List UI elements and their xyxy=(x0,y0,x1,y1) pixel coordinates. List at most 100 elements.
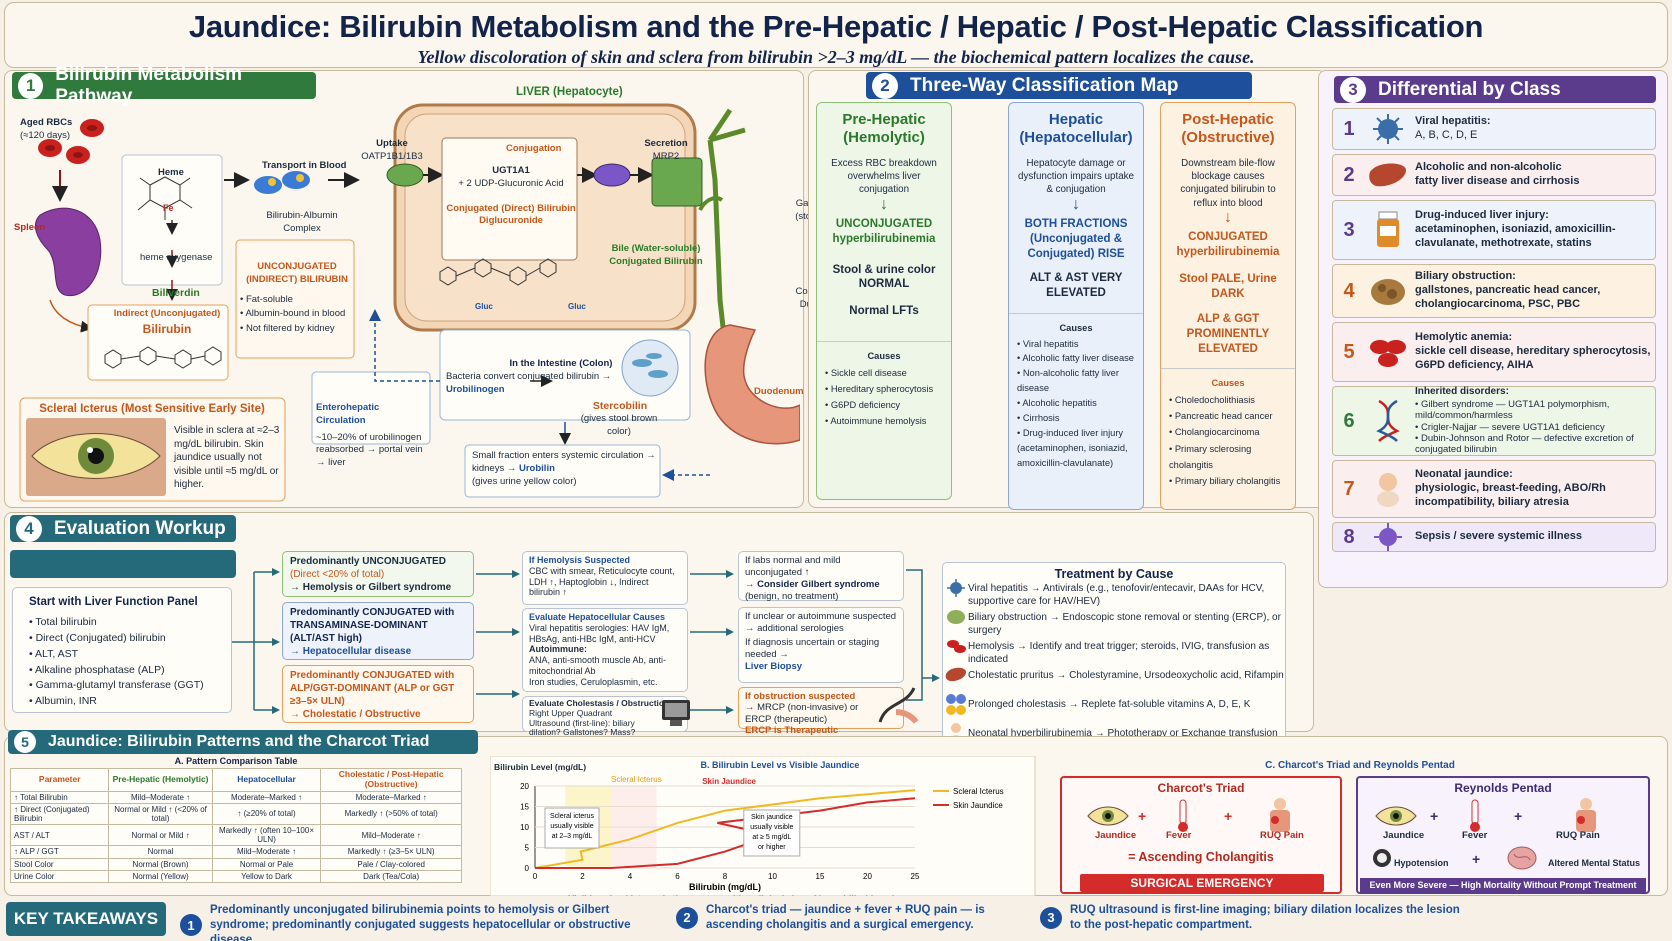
pentad-jaundice: Jaundice xyxy=(1383,830,1425,841)
albumin-complex-label: Bilirubin-Albumin Complex xyxy=(266,210,338,234)
x-tick-label: 6 xyxy=(675,872,680,881)
reynolds-pentad-box xyxy=(1356,776,1650,894)
eye-icon xyxy=(1087,806,1129,826)
pentad-ruq: RUQ Pain xyxy=(1556,830,1600,841)
x-tick-label: 10 xyxy=(768,872,777,881)
triad-jaundice: Jaundice xyxy=(1095,830,1137,841)
gallstone-icon xyxy=(947,610,965,624)
y-tick-label: 15 xyxy=(520,803,529,812)
page-subtitle: Yellow discoloration of skin and sclera … xyxy=(417,47,1255,67)
column-post-hepatic: Post-Hepatic (Obstructive) Downstream bi… xyxy=(1160,102,1296,510)
takeaways-title: KEY TAKEAWAYS xyxy=(6,902,166,936)
gallstone-icon xyxy=(1365,274,1411,308)
red-cell-icon xyxy=(38,119,104,164)
dna-icon xyxy=(1365,399,1411,442)
icterus-title: Scleral Icterus (Most Sensitive Early Si… xyxy=(39,403,265,415)
endoscope-icon xyxy=(878,687,919,724)
note-text: usually visible xyxy=(550,823,593,830)
x-tick-label: 20 xyxy=(863,872,872,881)
triad-ruq: RUQ Pain xyxy=(1260,830,1304,841)
y-tick-label: 0 xyxy=(525,864,530,873)
branch-unconjugated: Predominantly UNCONJUGATED(Direct <20% o… xyxy=(282,551,474,597)
pentad-icons: + + + xyxy=(1373,798,1596,870)
triad-result: = Ascending Cholangitis xyxy=(1128,850,1274,864)
y-tick-label: 5 xyxy=(525,844,530,853)
y-tick-label: 20 xyxy=(520,782,529,791)
heme-oxygenase-label: heme oxygenase xyxy=(140,252,213,263)
stercobilin-label: Stercobilin xyxy=(592,400,648,412)
x-tick-label: 4 xyxy=(628,872,633,881)
page-title: Jaundice: Bilirubin Metabolism and the P… xyxy=(188,9,1484,44)
icterus-text: Visible in sclera at ≈2–3 mg/dL bilirubi… xyxy=(174,425,280,490)
gilbert-box: If labs normal and mild unconjugated ↑→ … xyxy=(738,551,904,602)
baby-icon xyxy=(1365,472,1411,507)
brain-icon xyxy=(1507,846,1537,870)
treatment-icons xyxy=(945,579,966,745)
note-text: or higher xyxy=(758,844,786,851)
ruq-pain-icon xyxy=(1270,798,1290,832)
vitamin-icon xyxy=(946,694,966,715)
note-text: at 2–3 mg/dL xyxy=(552,833,593,840)
chart-title: B. Bilirubin Level vs Visible Jaundice xyxy=(701,760,860,770)
pentad-fever: Fever xyxy=(1462,830,1488,841)
note-box xyxy=(544,807,600,849)
gluc-label-1: Gluc xyxy=(475,302,493,311)
systemic-box: Small fraction enters systemic circulati… xyxy=(472,450,656,487)
svg-text:+: + xyxy=(1224,808,1232,824)
pentad-ams: Altered Mental Status xyxy=(1548,858,1641,868)
virus-icon xyxy=(947,579,965,597)
virus-icon xyxy=(1365,112,1411,146)
biliverdin-label: Biliverdin xyxy=(152,287,200,299)
spleen-icon xyxy=(35,207,102,297)
intestine-box: In the Intestine (Colon)Bacteria convert… xyxy=(446,358,613,395)
x-tick-label: 8 xyxy=(723,872,728,881)
band-label: Scleral Icterus xyxy=(611,775,662,784)
column-pre-hepatic: Pre-Hepatic (Hemolytic) Excess RBC break… xyxy=(816,102,952,500)
legend-label: Skin Jaundice xyxy=(953,801,1003,810)
red-cell-icon xyxy=(947,640,966,653)
triad-fever: Fever xyxy=(1166,830,1192,841)
band-label: Skin Jaundice xyxy=(702,777,756,786)
bacteria-icon xyxy=(621,339,679,397)
liver-icon xyxy=(1365,158,1411,192)
pentad-note: Even More Severe — High Mortality Withou… xyxy=(1360,878,1646,892)
transport-label: Transport in Blood xyxy=(262,160,347,171)
section-number: 1 xyxy=(18,72,44,99)
header: Jaundice: Bilirubin Metabolism and the P… xyxy=(4,2,1668,68)
note-text: usually visible xyxy=(750,824,793,831)
aged-rbc-label: Aged RBCs(≈120 days) xyxy=(20,117,73,141)
y-axis-label: Bilirubin Level (mg/dL) xyxy=(494,762,586,772)
stercobilin-note: (gives stool brown color) xyxy=(580,413,658,437)
charcot-section-title: C. Charcot's Triad and Reynolds Pentad xyxy=(1265,760,1455,771)
note-box xyxy=(743,809,801,857)
iron-label: Fe xyxy=(163,203,174,213)
workup-branch-arrows xyxy=(232,568,280,714)
biopsy-box: If unclear or autoimmune suspected → add… xyxy=(738,607,904,683)
ruq-pain-icon xyxy=(1576,798,1596,832)
liver-label: LIVER (Hepatocyte) xyxy=(516,86,623,98)
note-text: Scleral icterus xyxy=(550,813,594,820)
bilirubin-chart: B. Bilirubin Level vs Visible Jaundice Bi… xyxy=(490,756,1036,896)
pentad-title: Reynolds Pentad xyxy=(1454,781,1552,795)
branch-hepatocellular: Predominantly CONJUGATED with TRANSAMINA… xyxy=(282,602,474,660)
blood-pressure-icon xyxy=(1373,849,1391,867)
duodenum-label: Duodenum xyxy=(754,386,804,397)
mrcp-ercp-box: If obstruction suspected→ MRCP (non-inva… xyxy=(738,687,904,736)
legend-label: Scleral Icterus xyxy=(953,787,1004,796)
duodenum-icon xyxy=(704,324,800,445)
